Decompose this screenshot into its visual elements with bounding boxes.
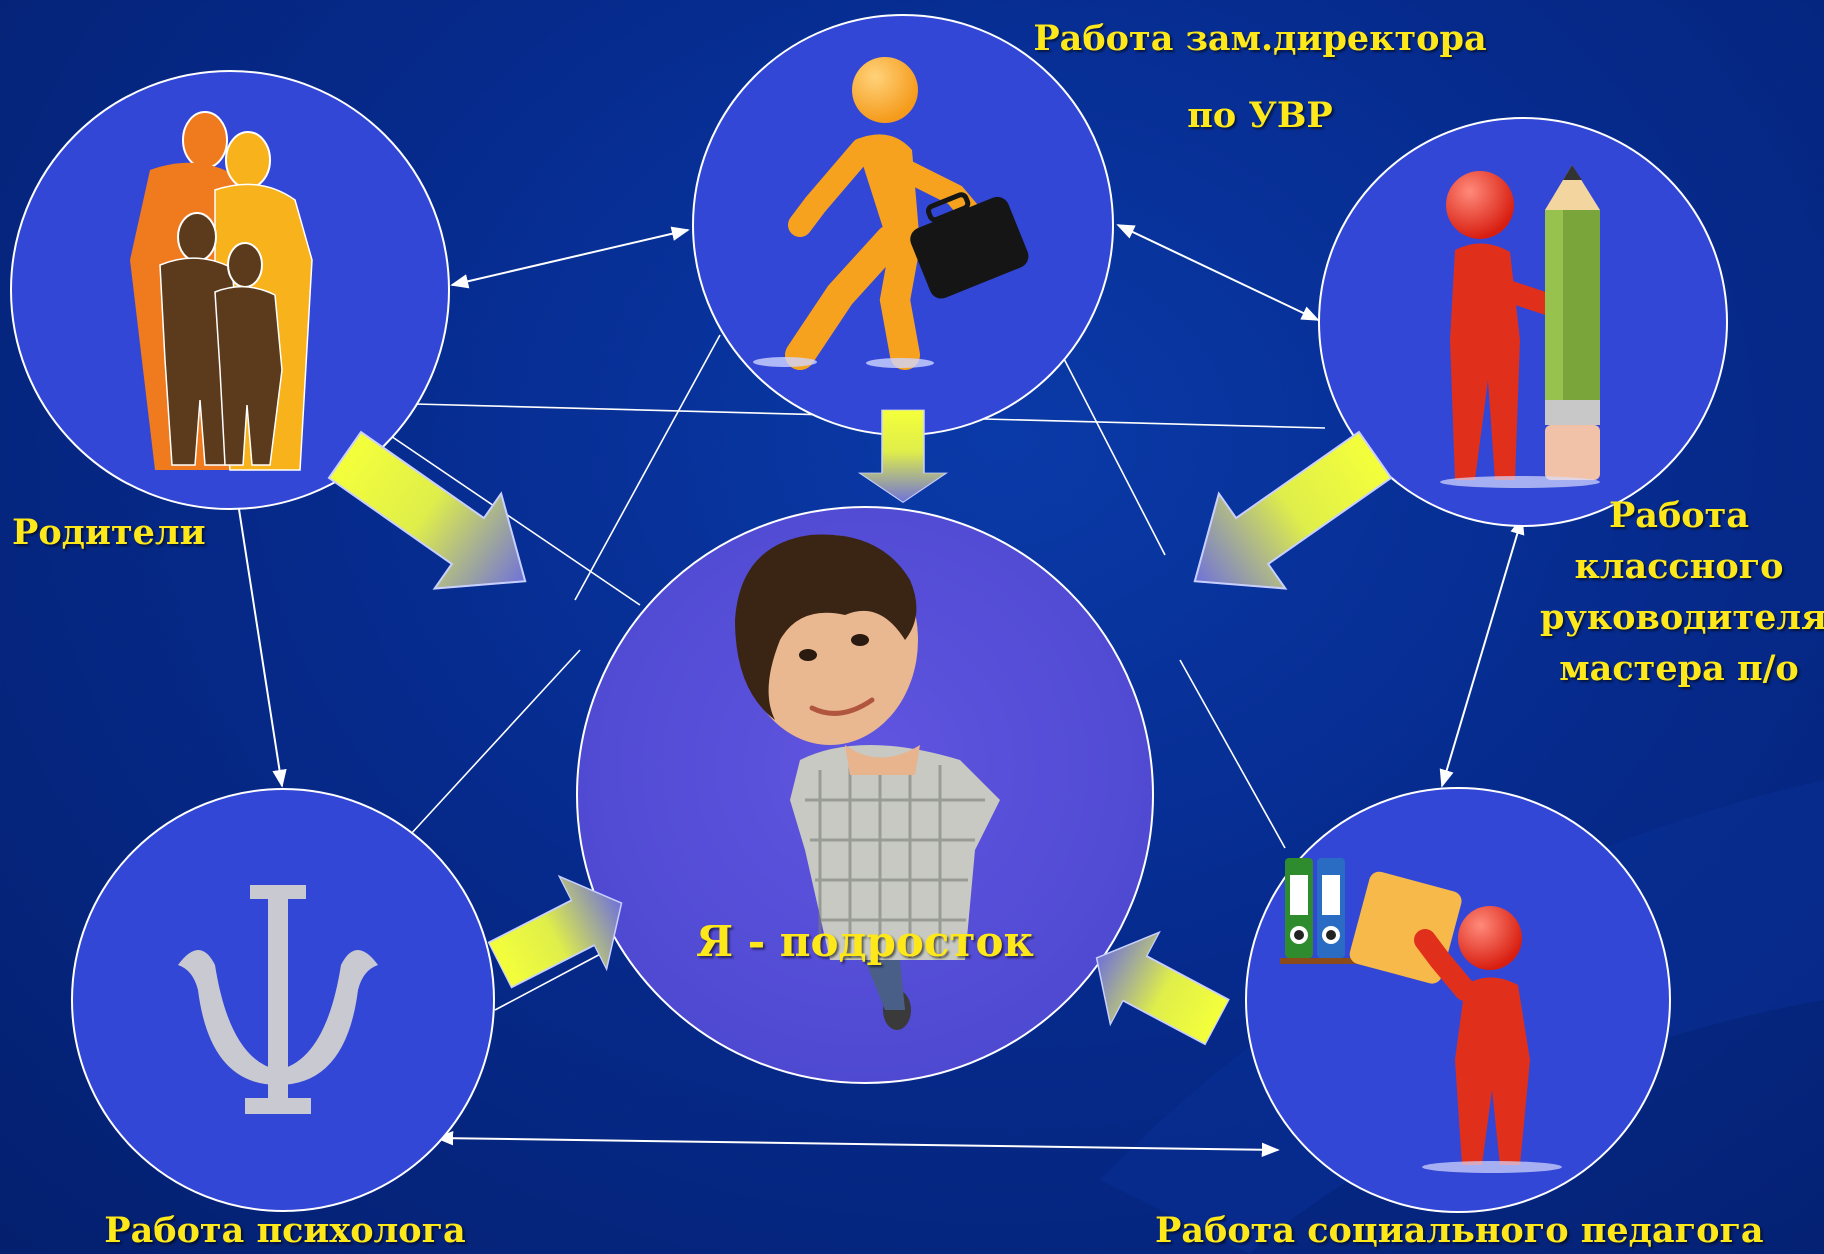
teenager-photo bbox=[735, 534, 1000, 1030]
class-teacher-label-line2: классного bbox=[1574, 546, 1784, 587]
connector-lines bbox=[384, 334, 1326, 1011]
class-teacher-circle bbox=[1318, 117, 1728, 527]
psi-icon bbox=[178, 885, 378, 1114]
family-icon bbox=[130, 111, 313, 471]
person-pencil-icon bbox=[1440, 165, 1600, 488]
connector-line bbox=[409, 649, 581, 836]
person-folders-icon bbox=[1280, 858, 1562, 1173]
arrow-parents-psychologist bbox=[231, 488, 287, 788]
psychologist-label: Работа психолога bbox=[104, 1210, 466, 1251]
arrow-psychologist-social bbox=[435, 1131, 1280, 1157]
social-teacher-circle bbox=[1245, 787, 1671, 1213]
connector-line bbox=[574, 334, 721, 601]
class-teacher-label-line4: мастера п/о bbox=[1559, 648, 1799, 689]
arrow-deputy-classteacher bbox=[1116, 224, 1320, 321]
deputy-label-line2: по УВР bbox=[1187, 95, 1333, 136]
connector-line bbox=[384, 431, 641, 606]
class-teacher-label-line3: руководителя bbox=[1540, 597, 1824, 638]
center-label: Я - подросток bbox=[696, 917, 1034, 966]
parents-label: Родители bbox=[12, 512, 206, 553]
deputy-label: Работа зам.директора по УВР bbox=[1000, 0, 1520, 154]
deputy-label-line1: Работа зам.директора bbox=[1033, 18, 1487, 59]
walking-person-briefcase-icon bbox=[753, 57, 1029, 370]
class-teacher-label-line1: Работа bbox=[1608, 495, 1750, 536]
social-teacher-label: Работа социального педагога bbox=[1155, 1210, 1764, 1251]
connector-line bbox=[1061, 354, 1166, 556]
arrow-classteacher-social bbox=[1439, 516, 1525, 788]
connector-line bbox=[494, 949, 609, 1011]
class-teacher-label: Работа классного руководителя мастера п/… bbox=[1540, 490, 1824, 694]
arrow-parents-deputy bbox=[450, 226, 690, 289]
connector-line bbox=[1179, 659, 1286, 849]
